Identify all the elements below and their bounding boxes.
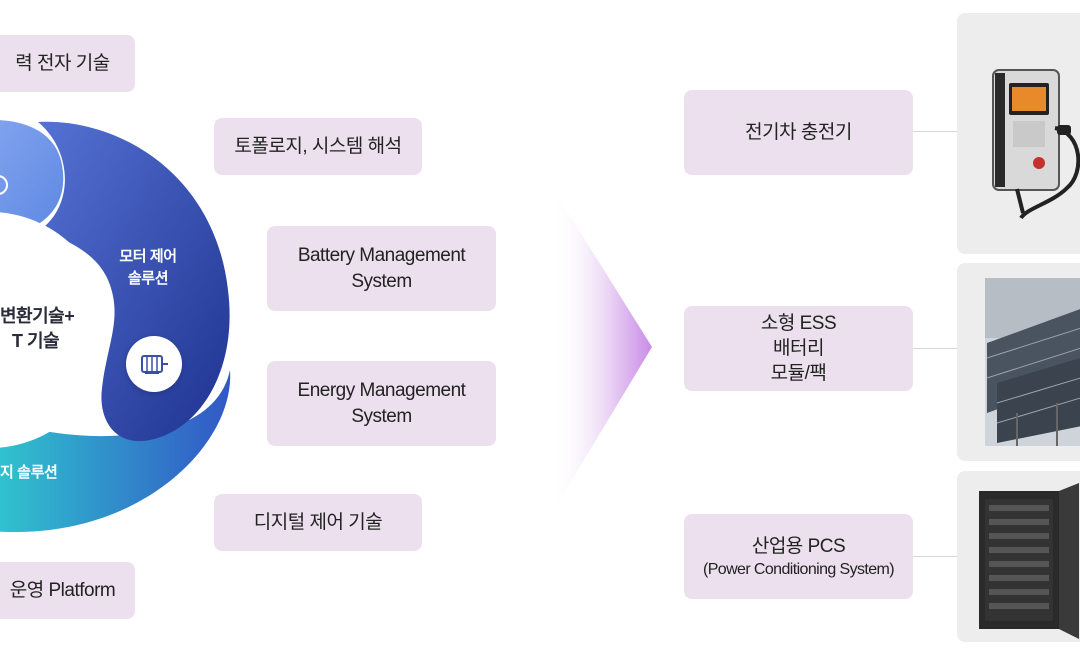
digital-control-pill: 디지털 제어 기술 [214,494,422,551]
power-electronics-pill: 력 전자 기술 [0,35,135,92]
bms-line-1: Battery Management [297,244,466,266]
motor-control-line-1: 모터 제어 [119,248,177,265]
motor-icon [126,336,182,392]
center-line-2: T 기술 [12,331,60,351]
center-line-1: 변환기술+ [0,306,75,326]
ess-line-2: 배터리 [773,338,824,359]
top-bubble-segment [0,120,64,239]
ev-charger-connector [913,131,957,132]
ess-line-1: 소형 ESS [760,313,837,334]
ev-charger-photo [957,13,1080,254]
bms-line-2: System [351,270,412,292]
motor-control-line-2: 솔루션 [127,270,169,287]
operation-platform-label: 운영 Platform [9,579,116,601]
ess-pill: 소형 ESS 배터리 모듈/팩 [684,306,913,391]
pcs-subtitle: (Power Conditioning System) [703,560,895,578]
pcs-title: 산업용 PCS [751,535,846,557]
ems-pill: Energy Management System [267,361,496,446]
ems-line-2: System [351,405,412,427]
energy-solution-label: 지 솔루션 [0,464,58,481]
digital-control-label: 디지털 제어 기술 [253,511,383,533]
solar-ess-photo [957,263,1080,461]
topology-label: 토폴로지, 시스템 해석 [234,135,402,157]
pcs-cabinet-photo [957,471,1080,642]
pcs-pill: 산업용 PCS (Power Conditioning System) [684,514,913,599]
ev-charger-pill: 전기차 충전기 [684,90,913,175]
ev-charger-label: 전기차 충전기 [745,121,852,143]
bubble-icon [0,175,8,195]
center-label: 변환기술+ T 기술 [0,304,75,354]
pcs-connector [913,556,957,557]
bms-pill: Battery Management System [267,226,496,311]
topology-pill: 토폴로지, 시스템 해석 [214,118,422,175]
ess-line-3: 모듈/팩 [770,363,827,384]
ring-center [0,212,108,448]
power-electronics-label: 력 전자 기술 [15,52,110,74]
ess-connector [913,348,957,349]
flow-arrow [552,187,652,513]
operation-platform-pill: 운영 Platform [0,562,135,619]
motor-control-label: 모터 제어 솔루션 [108,246,188,290]
energy-solution-segment [0,370,231,532]
ems-line-1: Energy Management [297,379,466,401]
